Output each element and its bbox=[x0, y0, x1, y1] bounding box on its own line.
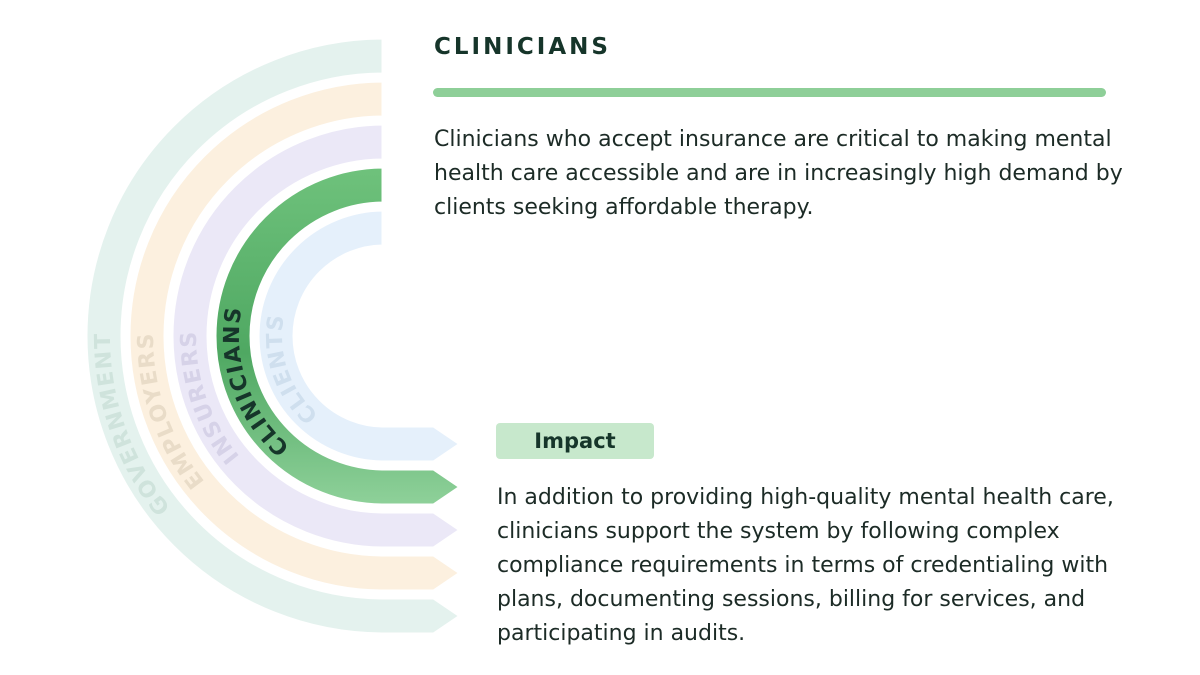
ring-clients bbox=[254, 206, 467, 466]
impact-description: In addition to providing high-quality me… bbox=[497, 485, 1114, 646]
ring-clinicians bbox=[211, 163, 467, 509]
impact-badge: Impact bbox=[496, 423, 654, 459]
ring-government bbox=[82, 34, 467, 638]
impact-label: Impact bbox=[534, 429, 616, 453]
title-divider bbox=[433, 88, 1106, 97]
section-description: Clinicians who accept insurance are crit… bbox=[434, 127, 1123, 220]
section-title: CLINICIANS bbox=[434, 34, 611, 60]
ring-employers bbox=[125, 77, 467, 595]
ring-insurers bbox=[168, 120, 467, 552]
